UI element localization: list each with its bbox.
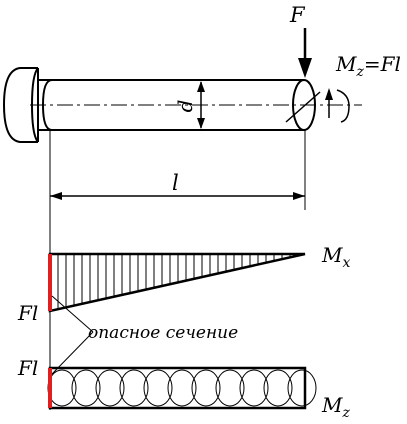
force-label: F	[289, 3, 306, 27]
torque-hatch	[47, 369, 317, 407]
bending-moment-m: M	[321, 243, 343, 267]
twist-loop	[167, 369, 197, 407]
bending-moment-hatch	[57, 254, 299, 310]
twist-loop	[143, 369, 173, 407]
diameter-dimension	[197, 81, 205, 129]
torque-label: Mz	[321, 393, 350, 421]
fl-torque-label: Fl	[17, 356, 38, 380]
torque-sub: z	[341, 405, 350, 421]
bending-moment-sub: x	[342, 255, 350, 271]
twist-loop	[263, 369, 293, 407]
length-label: l	[172, 171, 179, 195]
length-dimension	[50, 192, 305, 200]
twist-loop	[287, 369, 317, 407]
moment-eq-rest: =Fl	[364, 52, 401, 76]
torque-m: M	[321, 393, 343, 417]
diameter-label: d	[173, 100, 197, 113]
dangerous-section-label: опасное сечение	[88, 323, 238, 343]
torque-arrowhead	[325, 88, 333, 100]
moment-plane-line	[285, 91, 321, 123]
twist-loop	[119, 369, 149, 407]
bending-moment-diagram	[48, 252, 306, 313]
twist-loop	[239, 369, 269, 407]
twist-loop	[95, 369, 125, 407]
torque-diagram	[47, 366, 317, 410]
twist-loop	[191, 369, 221, 407]
moment-eq-sub: z	[355, 64, 364, 80]
bending-moment-label: Mx	[321, 243, 350, 271]
twist-loop	[215, 369, 245, 407]
fl-bending-label: Fl	[17, 301, 38, 325]
torque-arrow	[328, 89, 350, 123]
twist-loop	[71, 369, 101, 407]
moment-eq-m: M	[335, 52, 357, 76]
force-arrow	[298, 28, 312, 78]
moment-equation-label: Mz=Fl	[335, 52, 401, 80]
